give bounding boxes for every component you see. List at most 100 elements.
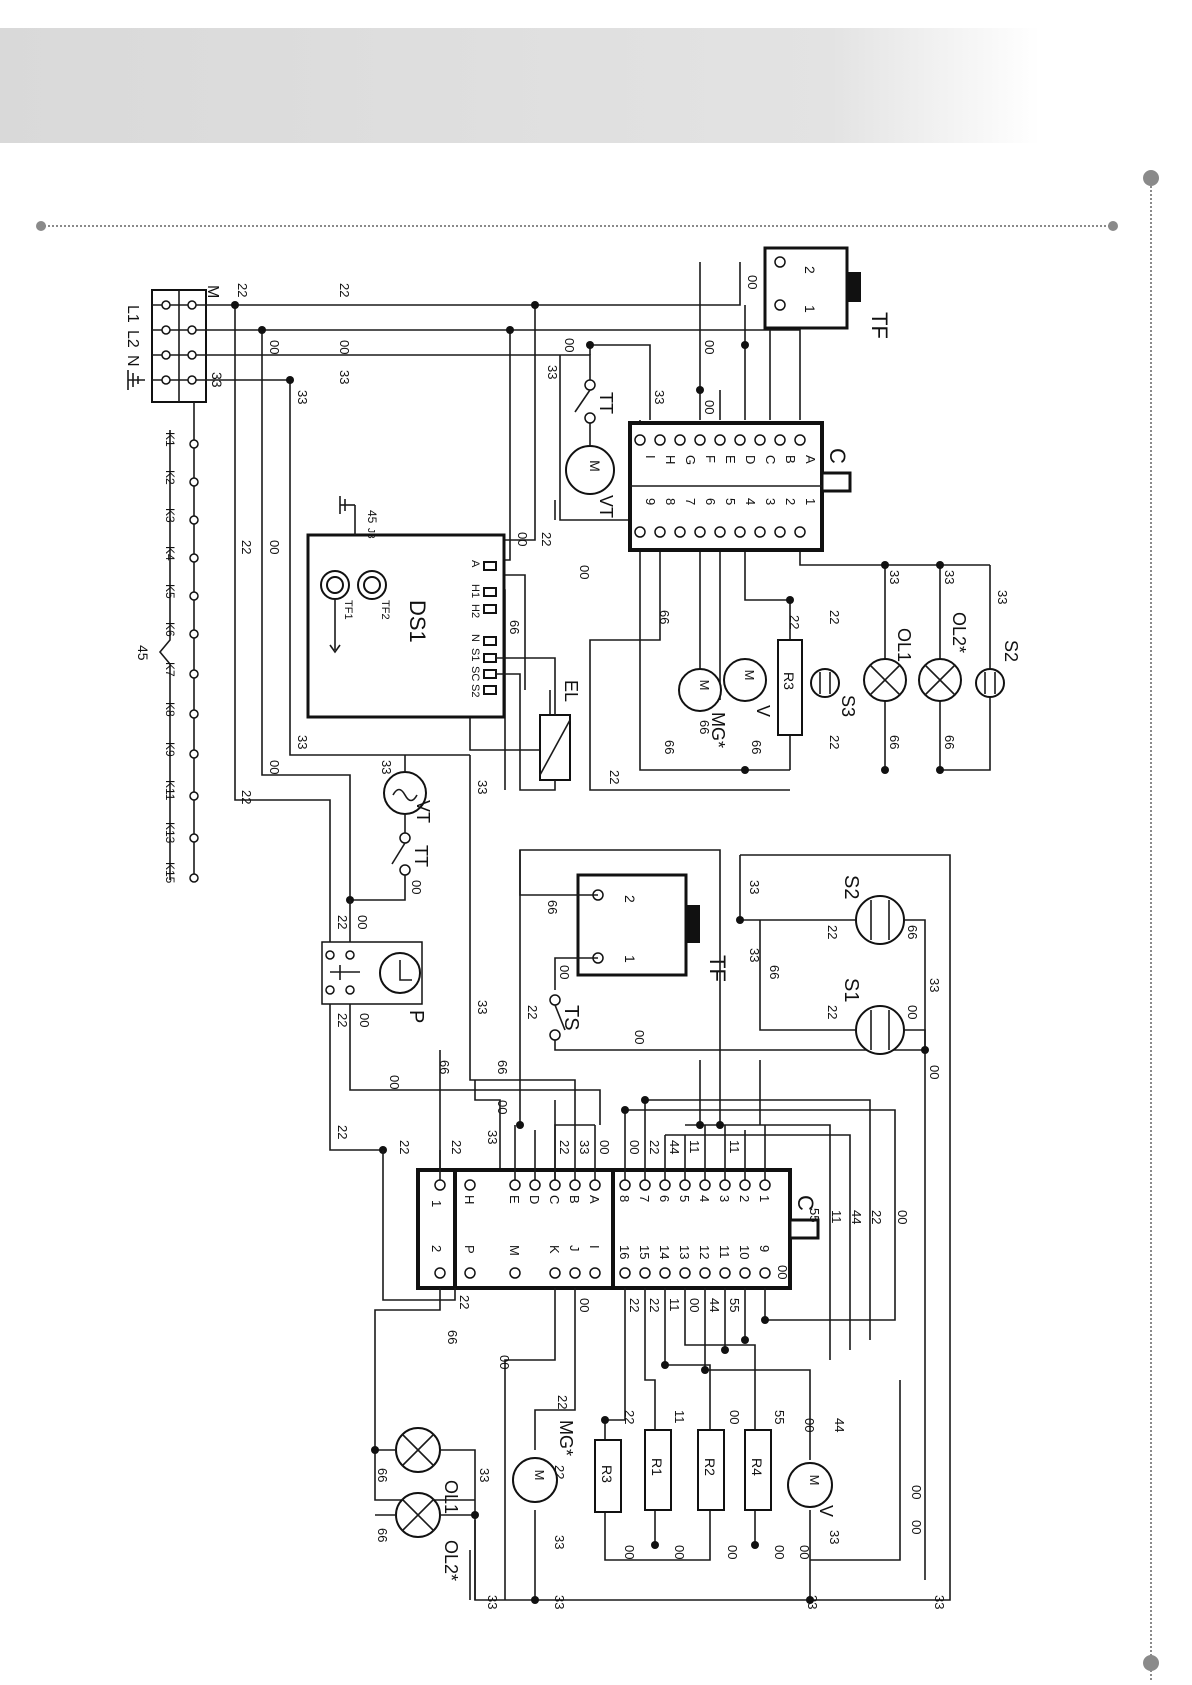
s2-top-label: S2 [1001, 640, 1021, 662]
controller-bottom-label: C [793, 1195, 818, 1211]
ds1-label: DS1 [405, 600, 430, 643]
wire-label: 00 [387, 1075, 402, 1089]
ds1-pin-h1: H1 [469, 584, 481, 598]
ds1-sensor-tf2: TF2 [357, 570, 391, 620]
wire-label: 22 [647, 1140, 662, 1154]
c-bottom-pin-11: 11 [717, 1245, 732, 1259]
ds1-pin-h2: H2 [469, 604, 481, 618]
connector-k11: K11 [163, 780, 177, 801]
wire-label: 33 [747, 880, 762, 894]
wire-label: 66 [545, 900, 560, 914]
vt-top-motor-symbol: M [587, 460, 603, 472]
wire-label: 00 [687, 1298, 702, 1312]
ol1-top-label: OL1 [894, 628, 914, 662]
c-bottom-pin-k: K [547, 1245, 562, 1254]
wire-label: 00 [802, 1418, 817, 1432]
r3-resistor-top: R3 [777, 639, 803, 736]
r3-bottom-label: R3 [599, 1465, 615, 1483]
wire-label: 22 [539, 532, 554, 546]
wire-label: 33 [927, 978, 942, 992]
wire-label: 33 [552, 1595, 567, 1609]
p-pump-timer: P 22 00 22 00 [321, 915, 427, 1027]
wire-label: 33 [747, 948, 762, 962]
terminal-label-l2: L2 [124, 330, 141, 348]
c-top-pin-1: 1 [803, 498, 818, 505]
wire-label: 00 [905, 1005, 920, 1019]
v-motor-top: M V [723, 658, 773, 717]
wire-label: 33 [577, 1140, 592, 1154]
c-bottom-mid-pins: 1 2 3 4 5 6 7 8 [617, 1179, 772, 1202]
ol2-top-label: OL2* [949, 612, 969, 653]
wire-label: 66 [887, 735, 902, 749]
mg-bottom-motor-symbol: M [532, 1470, 547, 1481]
s3-switch-top: S3 [810, 668, 858, 717]
wire-label: 00 [337, 340, 352, 354]
c-bottom-num-pins: 1 2 [429, 1179, 446, 1279]
el-component: EL [496, 657, 581, 791]
v-top-label: V [753, 705, 773, 717]
resistor-r1: R1 [644, 1429, 672, 1511]
wire-label: 33 [485, 1130, 500, 1144]
r1-label: R1 [649, 1458, 665, 1476]
ol2-bottom-label: OL2* [441, 1540, 461, 1581]
tt-switch-top: TT [574, 379, 616, 424]
vt-motor-mid: VT 33 [379, 760, 433, 823]
r4-label: R4 [749, 1458, 765, 1476]
tt-switch-mid: TT 00 [391, 832, 431, 894]
wire-label: 00 [497, 1355, 512, 1369]
terminal-label-l1: L1 [124, 305, 141, 323]
ol1-lamp-bottom: OL1 [395, 1427, 461, 1514]
c-bottom-pin-h: H [462, 1195, 477, 1204]
wire-label: 33 [295, 735, 310, 749]
v-bottom-label: V [816, 1505, 836, 1517]
c-bottom-out-wires [374, 1150, 901, 1600]
wire-label: 22 [557, 1140, 572, 1154]
ts-label: TS [560, 1005, 582, 1031]
c-bottom-pin-13: 13 [677, 1245, 692, 1259]
wire-label: 22 [235, 283, 250, 297]
wire-label: 22 [827, 735, 842, 749]
wire-label: 66 [495, 1060, 510, 1074]
c-top-pin-f: F [703, 455, 718, 463]
c-bottom-pin-e: E [507, 1195, 522, 1204]
c-bottom-pin-14: 14 [657, 1245, 672, 1259]
controller-c-bottom: C 1 2 A B C D E H I J K M P [416, 1168, 820, 1290]
wire-label: 11 [667, 1298, 682, 1312]
ol1-lamp-top: OL1 [863, 628, 914, 702]
header-band [0, 28, 1040, 143]
s2-switch-bottom: S2 22 66 [825, 875, 920, 945]
wire-label: 22 [869, 1210, 884, 1224]
c-top-pin-a: A [803, 455, 818, 464]
ts-switch: TS 00 [549, 994, 647, 1044]
mg-top-label: MG* [708, 712, 728, 748]
ground-icon [127, 370, 145, 390]
c-top-pin-2: 2 [783, 498, 798, 505]
tf-bottom-pin-2: 2 [622, 895, 638, 903]
connector-k9: K9 [163, 742, 177, 757]
v-top-motor-symbol: M [742, 670, 757, 681]
c-bottom-pin-a: A [587, 1195, 602, 1204]
c-bottom-out-labels: 22 66 00 00 22 22 11 00 44 55 22 22 11 0… [375, 1295, 947, 1609]
wire-label: 33 [887, 570, 902, 584]
c-top-pin-6: 6 [703, 498, 718, 505]
wire-label: 00 [772, 1545, 787, 1559]
wire-label: 33 [477, 1468, 492, 1482]
c-top-right-pins: 1 2 3 4 5 6 7 8 9 [634, 498, 818, 538]
wire-label: 22 [239, 790, 254, 804]
wire-label: 55 [772, 1410, 787, 1424]
rule-top-dot [1143, 170, 1159, 186]
c-bottom-pin-j: J [567, 1245, 582, 1252]
c-top-pin-c: C [763, 455, 778, 464]
wire-label: 00 [627, 1140, 642, 1154]
mg-bottom-label: MG* [556, 1420, 576, 1456]
wire-label: 22 [449, 1140, 464, 1154]
wire-label: 33 [942, 570, 957, 584]
c-top-pin-b: B [783, 455, 798, 464]
wire-label: 22 [825, 1005, 840, 1019]
p-label: P [405, 1010, 427, 1023]
wire [554, 957, 598, 990]
wire-label: 00 [725, 1545, 740, 1559]
c-top-pin-3: 3 [763, 498, 778, 505]
wire-label: 00 [702, 340, 717, 354]
tf-top-wire: 00 [745, 275, 760, 289]
